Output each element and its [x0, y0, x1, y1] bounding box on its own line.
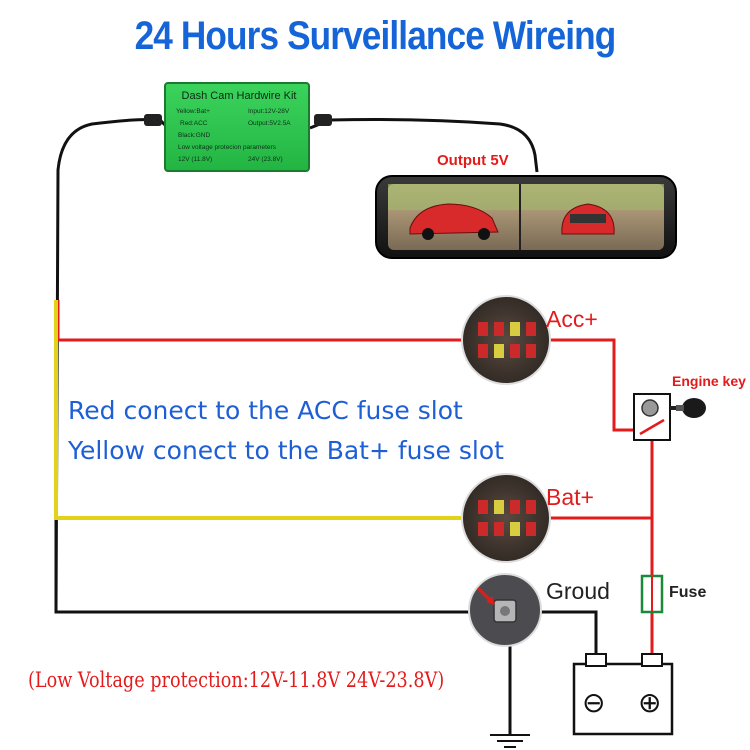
ground-label: Groud	[546, 578, 610, 604]
hardwire-kit: Dash Cam Hardwire Kit Yellow:Bat+ Input:…	[164, 82, 310, 172]
kit-protection-title: Low voltage protecion parameters	[178, 144, 276, 151]
kit-12v-spec: 12V (11.8V)	[178, 156, 213, 163]
yellow-wire	[54, 300, 470, 520]
bat-label: Bat+	[546, 484, 594, 510]
battery	[572, 662, 674, 736]
battery-plus-icon: ⊕	[638, 687, 662, 718]
kit-black-spec: Black:GND	[178, 132, 211, 139]
acc-label: Acc+	[546, 306, 598, 332]
output-cable	[309, 118, 539, 173]
ignition-lock	[641, 399, 659, 417]
fuse-label: Fuse	[669, 584, 707, 601]
battery-minus-icon: ⊖	[582, 687, 606, 718]
kit-yellow-spec: Yellow:Bat+	[176, 108, 210, 115]
cable-ferrite	[144, 114, 162, 126]
front-car	[409, 203, 499, 235]
ground-to-battery-line	[540, 610, 598, 656]
kit-input-spec: Input:12V-28V	[248, 108, 290, 115]
bat-fuse-box-photo	[461, 473, 551, 563]
note-red-wire: Red conect to the ACC fuse slot	[68, 396, 463, 425]
ground-wire	[54, 520, 470, 614]
cable-ferrite	[314, 114, 332, 126]
kit-output-spec: Output:5V2.5A	[248, 120, 291, 127]
chassis-ground-symbol	[490, 734, 530, 748]
page-title: 24 Hours Surveillance Wireing	[134, 14, 617, 58]
note-yellow-wire: Yellow conect to the Bat+ fuse slot	[68, 436, 504, 465]
red-wire	[56, 300, 470, 342]
acc-fuse-box-photo	[461, 295, 551, 385]
hardwire-kit-title: Dash Cam Hardwire Kit	[181, 90, 297, 102]
kit-24v-spec: 24V (23.8V)	[248, 156, 283, 163]
car-key-icon	[682, 398, 706, 418]
acc-line	[540, 338, 636, 432]
engine-key-label: Engine key	[672, 373, 746, 389]
kit-red-spec: Red:ACC	[180, 120, 208, 127]
low-voltage-note: (Low Voltage protection:12V-11.8V 24V-23…	[28, 668, 445, 692]
output-label: Output 5V	[437, 152, 509, 169]
